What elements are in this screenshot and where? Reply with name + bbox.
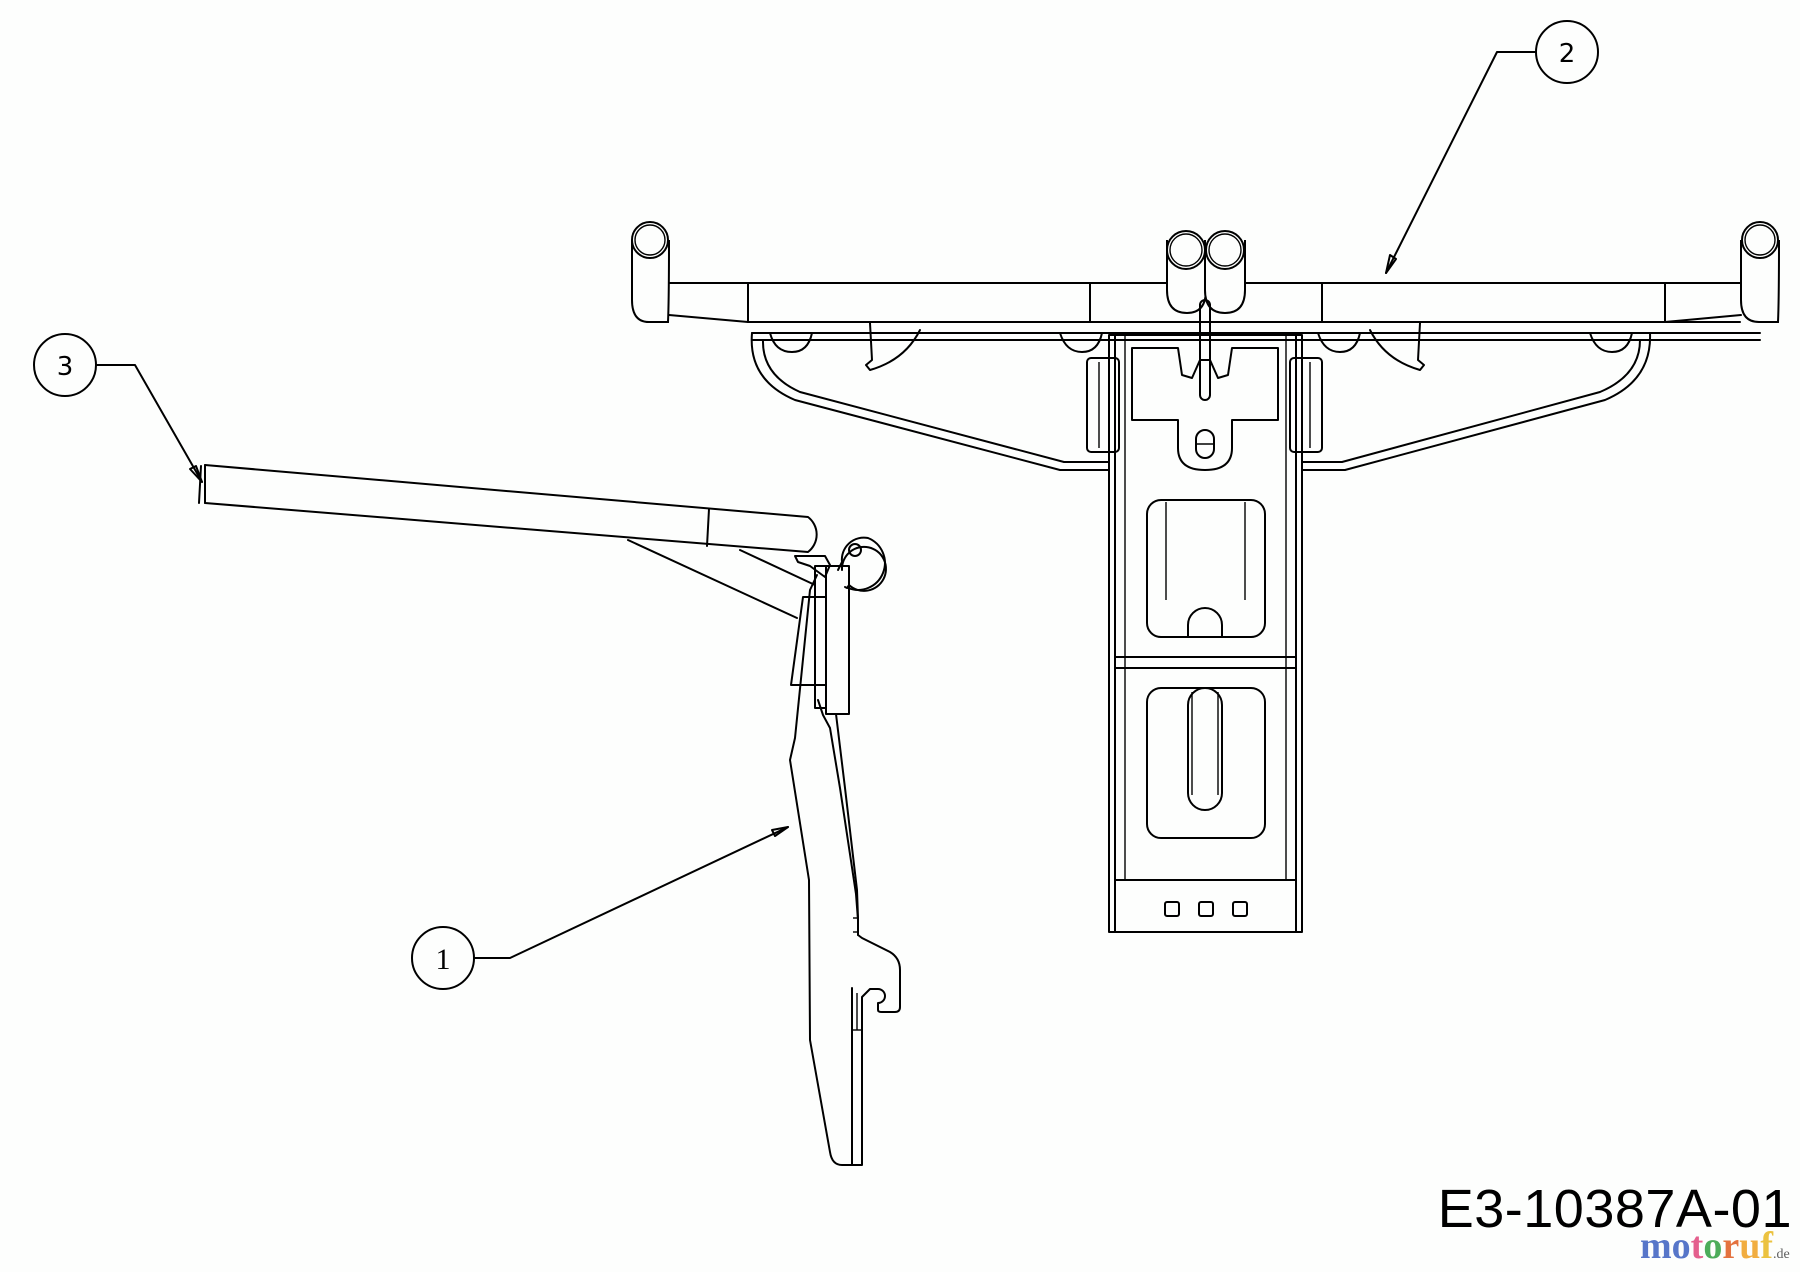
part-2-seat-frame (631, 221, 1780, 933)
post-center (1166, 230, 1246, 315)
watermark-letter: u (1739, 1225, 1761, 1267)
callout-1-label: 1 (436, 943, 451, 976)
callout-2-label: 2 (1559, 39, 1576, 69)
watermark-logo: motoruf.de (1640, 1224, 1790, 1268)
arrowhead-icon (1385, 254, 1397, 274)
callout-3[interactable]: 3 (33, 333, 203, 483)
watermark-letter: t (1690, 1225, 1704, 1267)
post-left (631, 221, 670, 323)
watermark-letter: o (1671, 1225, 1691, 1267)
watermark-letter: m (1640, 1225, 1672, 1267)
arrowhead-icon (189, 465, 203, 483)
callout-2[interactable]: 2 (1385, 20, 1599, 274)
watermark-letter: o (1703, 1225, 1723, 1267)
post-right (1740, 221, 1780, 323)
arrowhead-icon (771, 826, 789, 837)
watermark-letter: r (1722, 1225, 1740, 1267)
watermark-letter: f (1760, 1225, 1773, 1267)
part-1-lever (627, 536, 901, 1166)
callout-1[interactable]: 1 (411, 826, 789, 990)
drawing-number: E3-10387A-01 (1437, 1179, 1792, 1239)
part-3-handle (198, 464, 818, 553)
callout-3-label: 3 (57, 352, 74, 382)
watermark-suffix: .de (1772, 1247, 1790, 1262)
